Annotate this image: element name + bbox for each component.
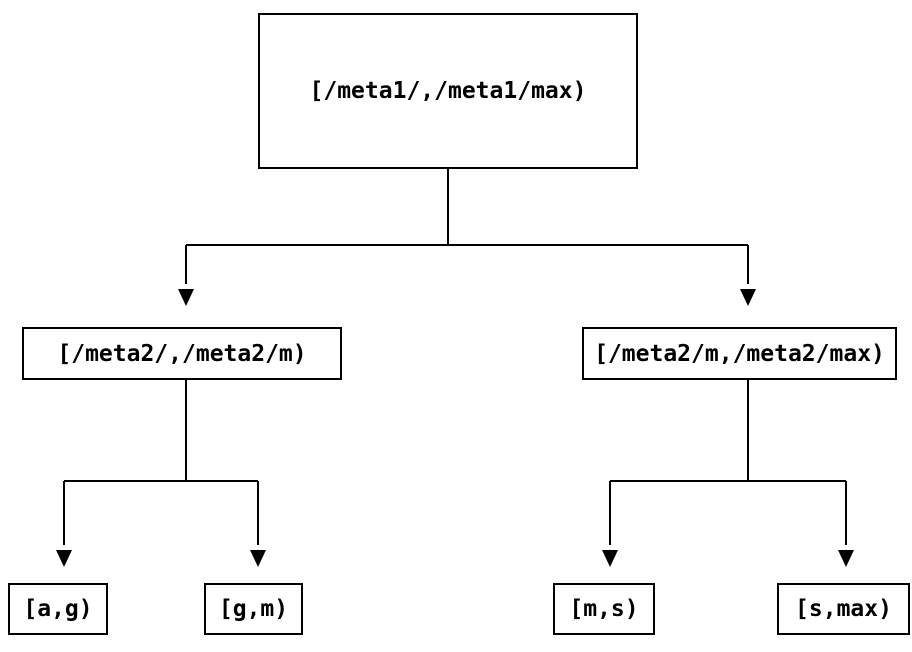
node-meta2-high-label: [/meta2/m,/meta2/max) bbox=[594, 340, 885, 367]
node-root-label: [/meta1/,/meta1/max) bbox=[309, 78, 587, 104]
node-leaf-gm: [g,m) bbox=[204, 583, 303, 635]
arrowhead-down-icon bbox=[838, 550, 854, 567]
node-leaf-smax-label: [s,max) bbox=[795, 596, 892, 622]
node-leaf-ag: [a,g) bbox=[8, 583, 108, 635]
node-meta2-low-label: [/meta2/,/meta2/m) bbox=[57, 340, 307, 367]
node-leaf-ms-label: [m,s) bbox=[569, 596, 639, 622]
node-leaf-gm-label: [g,m) bbox=[218, 596, 289, 622]
arrowhead-down-icon bbox=[602, 550, 618, 567]
arrowhead-down-icon bbox=[56, 550, 72, 567]
arrowhead-down-icon bbox=[250, 550, 266, 567]
arrowhead-down-icon bbox=[740, 289, 756, 306]
node-leaf-smax: [s,max) bbox=[777, 583, 910, 635]
node-meta2-high: [/meta2/m,/meta2/max) bbox=[582, 327, 897, 380]
node-meta2-low: [/meta2/,/meta2/m) bbox=[22, 327, 342, 380]
arrowhead-down-icon bbox=[178, 289, 194, 306]
node-root: [/meta1/,/meta1/max) bbox=[258, 13, 638, 169]
node-leaf-ms: [m,s) bbox=[553, 583, 655, 635]
node-leaf-ag-label: [a,g) bbox=[23, 596, 93, 622]
